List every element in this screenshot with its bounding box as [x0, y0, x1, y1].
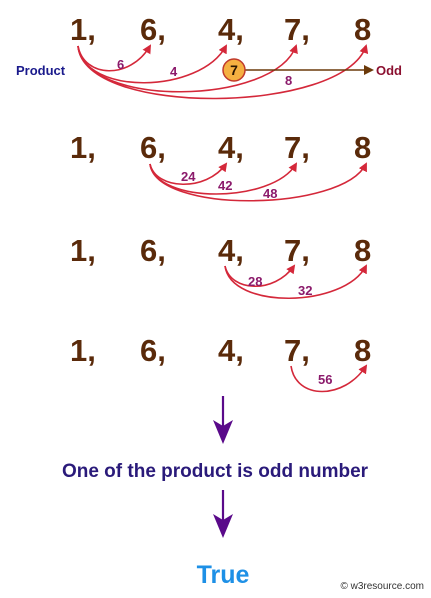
- product-42: 42: [218, 178, 232, 193]
- number-1: 1,: [70, 130, 96, 165]
- number-6: 6,: [140, 333, 166, 368]
- product-56: 56: [318, 372, 332, 387]
- product-8: 8: [285, 73, 292, 88]
- product-28: 28: [248, 274, 262, 289]
- number-4: 4,: [218, 130, 244, 165]
- number-8: 8: [354, 12, 371, 47]
- odd-product-7: 7: [230, 62, 238, 78]
- product-48: 48: [263, 186, 277, 201]
- arc-4-8: [224, 264, 367, 299]
- row-2: 1, 6, 4, 7, 8 24 42 48: [70, 130, 371, 202]
- number-8: 8: [354, 130, 371, 165]
- arc-1-7: [77, 44, 298, 93]
- down-arrow-icon: [213, 490, 233, 538]
- down-arrow-icon: [213, 396, 233, 444]
- arc-4-7: [224, 264, 296, 287]
- product-4: 4: [170, 64, 178, 79]
- row-1: 1, 6, 4, 7, 8 Product 6 4 8 7 Odd: [16, 12, 402, 100]
- arc-6-8: [149, 162, 367, 202]
- number-1: 1,: [70, 12, 96, 47]
- row-3: 1, 6, 4, 7, 8 28 32: [70, 233, 371, 299]
- number-7: 7,: [284, 333, 310, 368]
- product-24: 24: [181, 169, 196, 184]
- number-7: 7,: [284, 130, 310, 165]
- result-text: True: [197, 561, 250, 589]
- number-1: 1,: [70, 333, 96, 368]
- arc-1-8: [77, 44, 369, 100]
- product-32: 32: [298, 283, 312, 298]
- number-8: 8: [354, 333, 371, 368]
- number-6: 6,: [140, 12, 166, 47]
- odd-label: Odd: [376, 63, 402, 78]
- arc-7-8: [290, 364, 368, 393]
- credit-text: © w3resource.com: [340, 581, 424, 592]
- arc-1-4: [77, 44, 227, 84]
- number-4: 4,: [218, 12, 244, 47]
- number-7: 7,: [284, 12, 310, 47]
- conclusion-text: One of the product is odd number: [62, 461, 369, 482]
- number-7: 7,: [284, 233, 310, 268]
- number-4: 4,: [218, 333, 244, 368]
- number-6: 6,: [140, 130, 166, 165]
- arc-6-4: [149, 162, 228, 185]
- odd-product-circle: [222, 58, 246, 82]
- product-label: Product: [16, 63, 66, 78]
- product-6: 6: [117, 57, 124, 72]
- number-6: 6,: [140, 233, 166, 268]
- row-4: 1, 6, 4, 7, 8 56: [70, 333, 371, 393]
- number-4: 4,: [218, 233, 244, 268]
- number-8: 8: [354, 233, 371, 268]
- number-1: 1,: [70, 233, 96, 268]
